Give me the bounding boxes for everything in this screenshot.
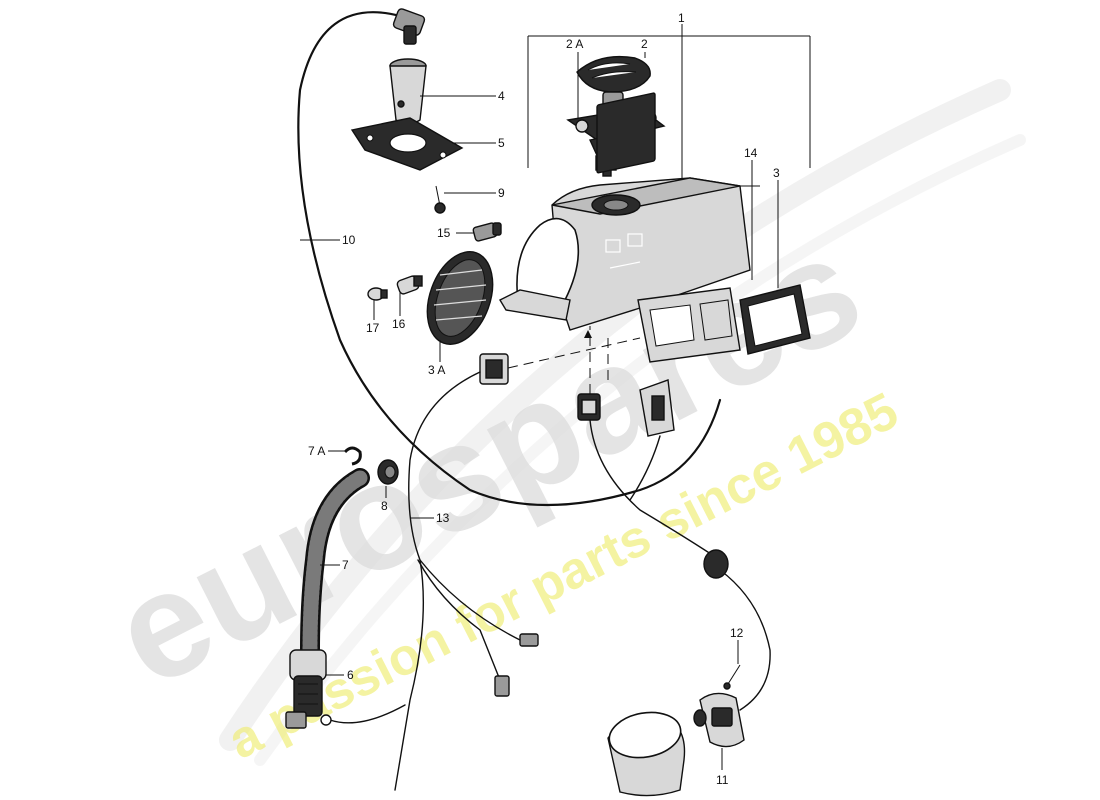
part-7A-clip xyxy=(343,446,362,466)
alignment-lines xyxy=(507,326,641,394)
callout-5: 5 xyxy=(498,136,505,150)
callout-4: 4 xyxy=(498,89,505,103)
part-17-bulb xyxy=(367,287,388,301)
callout-15: 15 xyxy=(437,226,451,240)
part-11-sensor xyxy=(693,692,745,748)
part-3A-grille xyxy=(426,251,494,345)
callout-16: 16 xyxy=(392,317,406,331)
main-housing xyxy=(499,92,760,331)
callout-17: 17 xyxy=(366,321,380,335)
callout-7: 7 xyxy=(342,558,349,572)
callout-3A: 3 A xyxy=(428,363,445,377)
callout-12: 12 xyxy=(730,626,744,640)
callout-13: 13 xyxy=(436,511,450,525)
cable-10 xyxy=(297,8,722,507)
callout-7A: 7 A xyxy=(308,444,325,458)
part-2-knob xyxy=(576,55,651,93)
connector-right xyxy=(639,379,675,437)
callout-10: 10 xyxy=(342,233,356,247)
part-6-pump xyxy=(285,649,327,729)
callout-2A: 2 A xyxy=(566,37,583,51)
part-9-screw xyxy=(434,185,446,214)
callout-11: 11 xyxy=(716,773,729,787)
connector-middle xyxy=(577,393,601,421)
callout-8: 8 xyxy=(381,499,388,513)
callout-14: 14 xyxy=(744,146,758,160)
connector-left xyxy=(479,353,509,385)
callout-6: 6 xyxy=(347,668,354,682)
callout-3: 3 xyxy=(773,166,780,180)
part-15-connector xyxy=(472,222,502,242)
callout-9: 9 xyxy=(498,186,505,200)
part-4-boot xyxy=(389,58,427,125)
callout-1: 1 xyxy=(678,11,685,25)
part-16-bulb-holder xyxy=(396,275,423,295)
part-5-plate xyxy=(350,117,464,171)
watermark: eurospares a passion for parts since 198… xyxy=(88,79,1026,771)
part-8-grommet xyxy=(377,459,399,485)
part-7-hose xyxy=(300,468,370,660)
cable-to-sensor xyxy=(589,419,771,711)
callout-2: 2 xyxy=(641,37,648,51)
cable-13-harness xyxy=(320,371,539,791)
round-housing xyxy=(607,711,686,797)
leader-lines xyxy=(300,24,811,770)
part-14-lens-plate xyxy=(637,287,741,363)
part-12-pin xyxy=(723,664,741,690)
callouts: 1 2 A 2 4 5 14 3 9 15 10 17 16 3 A 7 A 8… xyxy=(308,11,780,787)
part-3-gasket xyxy=(739,284,811,355)
